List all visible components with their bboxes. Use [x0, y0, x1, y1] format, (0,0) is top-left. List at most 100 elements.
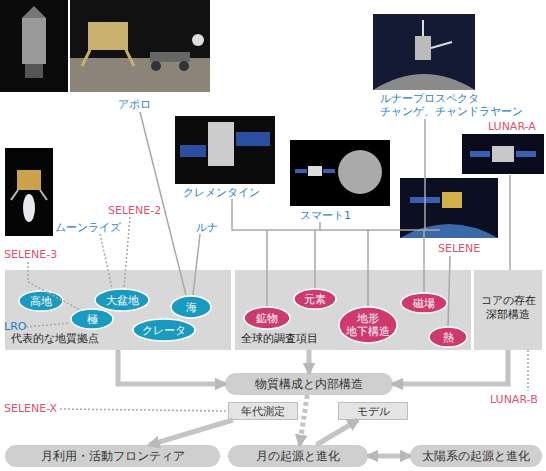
prospector-photo — [373, 14, 475, 90]
node-label: 元素 — [304, 293, 326, 306]
solar-panel — [410, 197, 440, 203]
csm-body — [22, 18, 46, 64]
lunar-a-photo — [462, 134, 544, 174]
node-label: 極 — [87, 313, 98, 326]
mission-label: ルナープロスペクタ チャンゲ、チャンドラヤーン — [380, 92, 530, 118]
mission-label: ムーンライズ — [55, 221, 121, 234]
ellipse-shape — [133, 319, 195, 341]
mission-label: SELENE-3 — [4, 248, 57, 261]
apollo-surface-photo — [70, 0, 210, 92]
group-panel: 全球的調査項目鉱物元素地形 地下構造磁場熱 — [235, 270, 471, 350]
csm-engine — [25, 64, 43, 78]
node-label: 高地 — [30, 295, 52, 308]
ellipse-shape — [429, 327, 467, 347]
mission-label: SELENE-2 — [108, 204, 161, 217]
site-ellipse: 極 — [70, 308, 114, 330]
method-box: モデル — [338, 402, 408, 420]
survey-ellipse: 鉱物 — [243, 306, 291, 330]
site-ellipse: 海 — [170, 295, 212, 319]
flow-arrow — [118, 350, 225, 384]
flow-arrow — [149, 420, 233, 445]
mission-label: ルナ — [196, 221, 218, 234]
rover-wheel — [151, 61, 161, 71]
leader-line — [319, 222, 321, 230]
node-label: 大盆地 — [106, 294, 139, 307]
mission-label: クレメンタイン — [183, 186, 260, 199]
clementine-photo — [175, 116, 275, 184]
lunar-a-body — [492, 146, 514, 162]
solar-panel — [323, 169, 335, 173]
lunar-module — [88, 22, 128, 50]
smart1-body — [308, 166, 322, 176]
astronaut — [192, 34, 204, 46]
flow-arrow — [300, 395, 308, 445]
mission-label: スマート1 — [300, 209, 351, 222]
group-panel: 代表的な地質拠点 高地 大盆地海極クレータ — [5, 270, 231, 350]
mission-label: アポロ — [118, 98, 151, 111]
solar-panel — [295, 169, 307, 173]
lander-leg — [11, 190, 18, 200]
ellipse-shape — [294, 289, 336, 309]
node-label: 太陽系の起源と進化 — [422, 448, 530, 465]
group-panel: コアの存在 深部構造 — [474, 270, 542, 350]
mission-label: LRO — [4, 320, 26, 333]
site-ellipse: 高地 — [18, 290, 64, 312]
apollo-photo — [0, 0, 68, 92]
prospector-boom — [422, 20, 424, 36]
dotted-leader — [28, 262, 80, 310]
leader-tree — [232, 199, 440, 230]
dotted-leader — [100, 234, 112, 288]
rover-wheel — [179, 61, 189, 71]
flow-arrow — [393, 350, 508, 384]
mission-label: LUNAR-B — [490, 393, 538, 406]
node-label: 月利用・活動フロンティア — [41, 448, 185, 465]
survey-ellipse: 元素 — [293, 288, 337, 310]
leader-line — [367, 230, 369, 306]
selene-photo — [400, 178, 498, 238]
node-label: 海 — [186, 301, 197, 314]
dotted-leader — [124, 217, 130, 288]
result-box: 物質構成と内部構造 — [225, 373, 393, 395]
result-box: 月利用・活動フロンティア — [5, 445, 220, 467]
solar-panel — [236, 132, 270, 146]
result-box: 月の起源と進化 — [228, 445, 368, 467]
csm-nose — [22, 6, 46, 18]
solar-panel — [516, 151, 536, 157]
ellipse-shape — [244, 307, 290, 329]
node-label: モデル — [357, 404, 390, 419]
lander-body — [17, 170, 41, 190]
survey-ellipse: 磁場 — [400, 292, 448, 314]
node-label: 磁場 — [413, 297, 435, 310]
node-label: クレータ — [142, 324, 186, 337]
panel-heading: 代表的な地質拠点 — [11, 331, 99, 346]
solar-panel — [470, 151, 490, 157]
node-label: 物質構成と内部構造 — [255, 376, 363, 393]
leader-line — [266, 230, 268, 306]
earth-limb — [400, 224, 498, 238]
mission-label: SELENE-X — [4, 402, 57, 415]
lm-leg — [126, 50, 134, 66]
ellipse-shape — [171, 296, 211, 318]
leader-line — [423, 230, 425, 292]
node-label: 年代測定 — [241, 404, 285, 419]
leader-line — [314, 230, 316, 288]
lunar-ground — [70, 58, 210, 92]
prospector-body — [415, 36, 431, 60]
leader-line — [193, 234, 200, 295]
site-ellipse: クレータ — [132, 318, 196, 342]
smart1-photo — [290, 140, 390, 206]
survey-ellipse: 地形 地下構造 — [338, 306, 398, 344]
mission-label: LUNAR-A — [488, 120, 536, 133]
dotted-leader — [26, 323, 70, 327]
dotted-leader — [60, 409, 228, 411]
dotted-leader — [527, 350, 529, 391]
survey-ellipse: 熱 — [428, 326, 468, 348]
flow-arrow — [368, 454, 410, 459]
leader-line — [448, 256, 450, 326]
node-label: 地形 地下構造 — [343, 312, 393, 338]
site-ellipse: 大盆地 — [94, 288, 150, 312]
node-label: 月の起源と進化 — [256, 448, 340, 465]
